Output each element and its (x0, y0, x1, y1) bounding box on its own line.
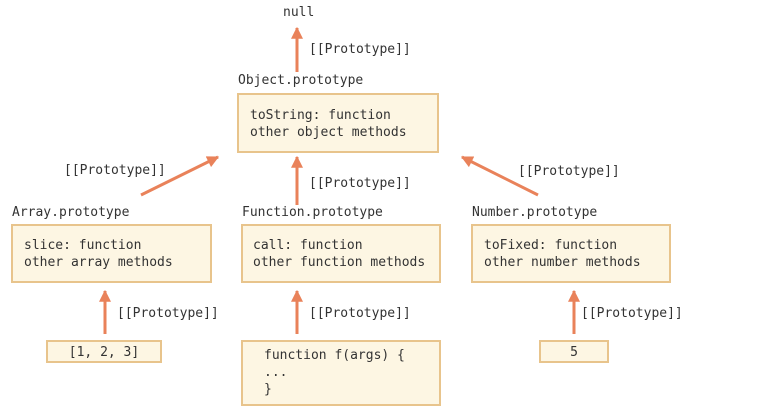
array-prototype-box: slice: function other array methods (11, 224, 212, 283)
edge-label-array-instance: [[Prototype]] (117, 306, 219, 321)
function-instance-box: function f(args) { ... } (241, 340, 441, 406)
array-prototype-line: slice: function (24, 238, 142, 253)
function-prototype-line: other function methods (253, 255, 426, 270)
null-label: null (283, 5, 315, 20)
function-instance-line: } (264, 382, 272, 397)
array-prototype-line: other array methods (24, 255, 173, 270)
object-prototype-box: toString: function other object methods (237, 93, 439, 153)
array-prototype-title: Array.prototype (12, 205, 130, 220)
object-prototype-line: other object methods (250, 125, 407, 140)
number-instance-box: 5 (539, 340, 609, 363)
function-instance-line: ... (264, 365, 288, 380)
edge-label-function-instance: [[Prototype]] (309, 306, 411, 321)
edge-label-array-object: [[Prototype]] (64, 163, 166, 178)
function-prototype-box: call: function other function methods (241, 224, 441, 283)
array-instance-box: [1, 2, 3] (46, 340, 162, 363)
function-prototype-line: call: function (253, 238, 363, 253)
object-prototype-title: Object.prototype (238, 73, 364, 88)
number-prototype-title: Number.prototype (472, 205, 598, 220)
number-prototype-line: toFixed: function (484, 238, 618, 253)
edge-label-number-instance: [[Prototype]] (581, 306, 683, 321)
array-instance-value: [1, 2, 3] (68, 345, 140, 360)
number-prototype-box: toFixed: function other number methods (471, 224, 671, 283)
number-instance-value: 5 (570, 345, 578, 360)
edge-label-object-null: [[Prototype]] (309, 42, 411, 57)
edge-label-function-object: [[Prototype]] (309, 176, 411, 191)
function-prototype-title: Function.prototype (242, 205, 383, 220)
edge-label-number-object: [[Prototype]] (518, 164, 620, 179)
object-prototype-line: toString: function (250, 108, 391, 123)
function-instance-line: function f(args) { (264, 348, 405, 363)
arrow-number-to-object (460, 155, 539, 197)
number-prototype-line: other number methods (484, 255, 641, 270)
arrow-array-to-object (140, 155, 220, 197)
